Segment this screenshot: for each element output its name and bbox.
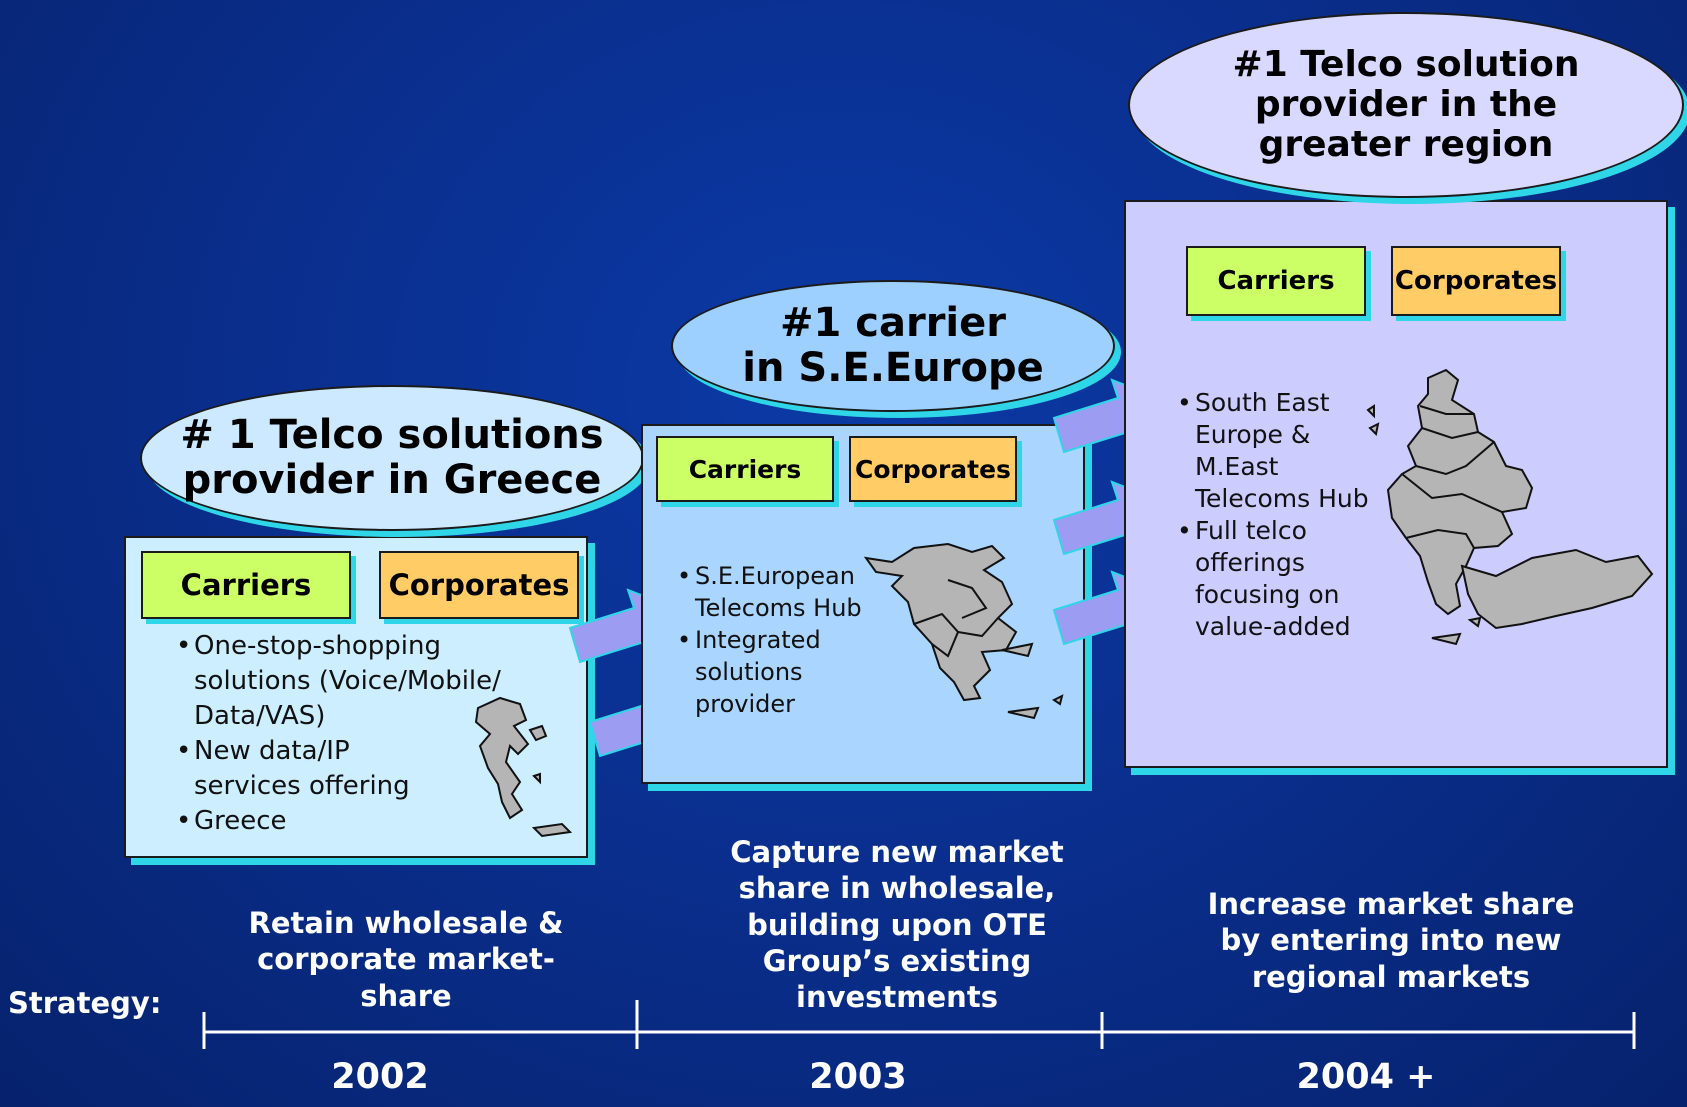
greece-map-icon — [474, 696, 573, 838]
carriers-tag-2004: Carriers — [1186, 246, 1366, 316]
bullet-item: Greece — [176, 804, 501, 839]
corporates-label: Corporates — [388, 568, 570, 602]
greater-region-map-icon — [1366, 368, 1654, 646]
corporates-tag-2002: Corporates — [379, 551, 579, 619]
bullet-item: S.E.European Telecoms Hub — [677, 560, 862, 624]
strategy-2002: Retain wholesale & corporate market- sha… — [248, 906, 564, 1013]
bullet-item: Full telco offerings focusing on value-a… — [1177, 515, 1369, 643]
goal-line: #1 carrier — [780, 300, 1006, 347]
corporates-tag-2004: Corporates — [1391, 246, 1561, 316]
bullet-item: New data/IP services offering — [176, 734, 501, 804]
corporates-tag-2003: Corporates — [849, 436, 1017, 502]
bullet-item: Integrated solutions provider — [677, 624, 862, 720]
goal-line: in S.E.Europe — [742, 345, 1044, 391]
goal-line: # 1 Telco solutions — [180, 412, 604, 459]
goal-line: greater region — [1258, 124, 1554, 166]
goal-line: provider in the — [1254, 83, 1558, 125]
strategy-2004: Increase market share by entering into n… — [1207, 887, 1575, 994]
stage-2002-bullets: One-stop-shopping solutions (Voice/Mobil… — [176, 629, 501, 839]
carriers-label: Carriers — [1217, 266, 1335, 296]
carriers-label: Carriers — [688, 454, 802, 484]
goal-ellipse-2004: #1 Telco solution provider in the greate… — [1128, 12, 1684, 198]
balkans-map-icon — [863, 542, 1064, 720]
carriers-label: Carriers — [180, 568, 312, 602]
stage-2004-bullets: South East Europe & M.East Telecoms Hub … — [1177, 387, 1369, 643]
goal-ellipse-2003: #1 carrier in S.E.Europe — [671, 280, 1115, 412]
year-2002: 2002 — [331, 1057, 429, 1097]
bullet-item: One-stop-shopping solutions (Voice/Mobil… — [176, 629, 501, 734]
corporates-label: Corporates — [1394, 266, 1558, 296]
year-2003: 2003 — [809, 1057, 907, 1097]
goal-ellipse-2002: # 1 Telco solutions provider in Greece — [140, 385, 644, 531]
bullet-item: South East Europe & M.East Telecoms Hub — [1177, 387, 1369, 515]
goal-line: #1 Telco solution — [1232, 43, 1580, 85]
strategy-label: Strategy: — [8, 986, 162, 1020]
year-2004: 2004 + — [1296, 1057, 1436, 1097]
carriers-tag-2003: Carriers — [656, 436, 834, 502]
carriers-tag-2002: Carriers — [141, 551, 351, 619]
stage-2003-bullets: S.E.European Telecoms Hub Integrated sol… — [677, 560, 862, 720]
goal-line: provider in Greece — [182, 457, 602, 503]
corporates-label: Corporates — [855, 454, 1011, 484]
strategy-2003: Capture new market share in wholesale, b… — [730, 835, 1064, 1014]
